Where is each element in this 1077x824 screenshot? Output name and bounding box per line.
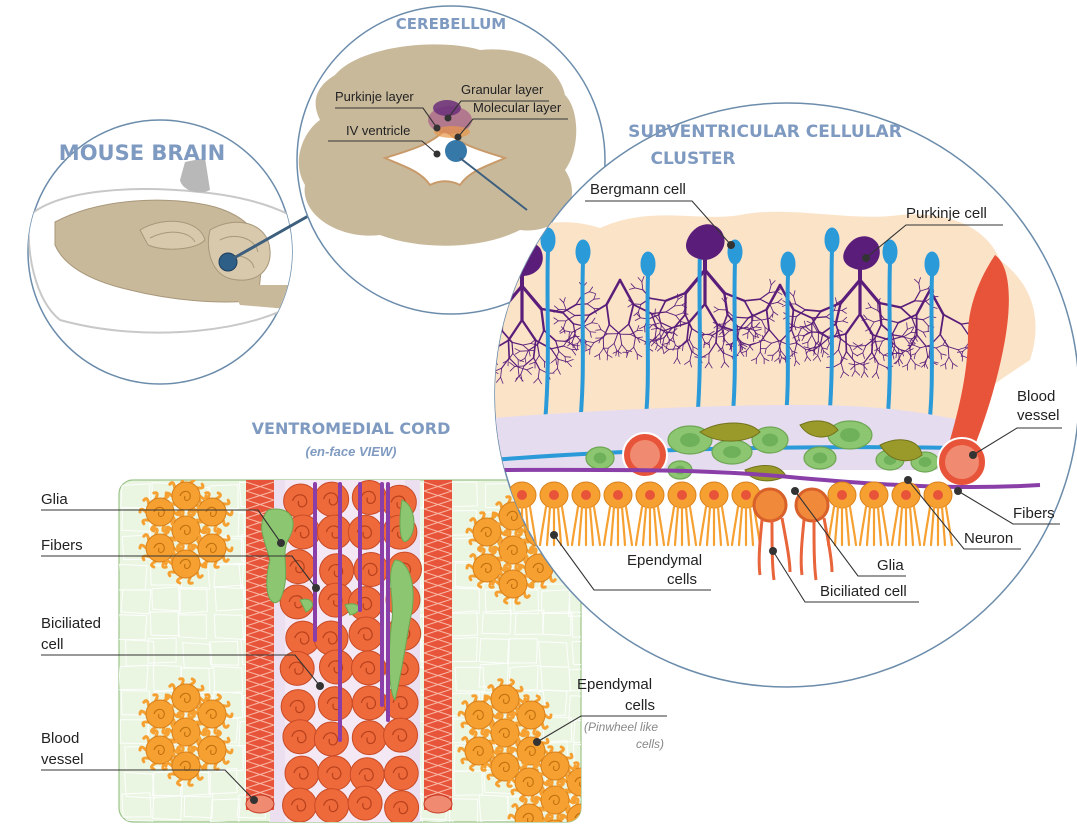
label-purkinje-layer: Purkinje layer xyxy=(335,89,414,104)
label-biciliated-cell: Biciliated cell xyxy=(820,583,907,600)
mouse-brain-title: MOUSE BRAIN xyxy=(59,141,225,165)
label-neuron: Neuron xyxy=(964,530,1013,547)
cord-blood-vessel-right xyxy=(424,480,452,813)
cord-label-pinwheel-line2: cells) xyxy=(636,737,664,751)
ventromedial-cord-title: VENTROMEDIAL CORD xyxy=(252,419,451,438)
cord-label-blood-line1: Blood xyxy=(41,730,79,747)
label-blood-vessel-line2: vessel xyxy=(1017,407,1060,424)
cord-label-ependymal-line2: cells xyxy=(625,697,655,714)
cord-label-glia: Glia xyxy=(41,491,68,508)
label-fibers: Fibers xyxy=(1013,505,1055,522)
label-bergmann-cell: Bergmann cell xyxy=(590,181,686,198)
cord-label-biciliated-line2: cell xyxy=(41,636,64,653)
mouse-brain-focus-marker xyxy=(219,253,237,271)
ventromedial-view-subtitle: (en-face VIEW) xyxy=(305,444,396,459)
mouse-brain-circle: MOUSE BRAIN xyxy=(28,120,300,384)
label-ependymal-line1: Ependymal xyxy=(627,552,702,569)
cord-label-blood-line2: vessel xyxy=(41,751,84,768)
cord-label-pinwheel-line1: (Pinwheel like xyxy=(584,720,658,734)
label-granular-layer: Granular layer xyxy=(461,82,544,97)
cord-label-fibers: Fibers xyxy=(41,537,83,554)
label-molecular-layer: Molecular layer xyxy=(473,100,562,115)
cluster-title-line2: CLUSTER xyxy=(650,149,735,169)
label-iv-ventricle: IV ventricle xyxy=(346,123,410,138)
cerebellum-title: CEREBELLUM xyxy=(396,15,506,33)
label-purkinje-cell: Purkinje cell xyxy=(906,205,987,222)
label-ependymal-line2: cells xyxy=(667,571,697,588)
cord-label-biciliated-line1: Biciliated xyxy=(41,615,101,632)
label-blood-vessel-line1: Blood xyxy=(1017,388,1055,405)
cord-label-ependymal-line1: Ependymal xyxy=(577,676,652,693)
cluster-title-line1: SUBVENTRICULAR CELLULAR xyxy=(628,122,902,142)
label-glia: Glia xyxy=(877,557,904,574)
